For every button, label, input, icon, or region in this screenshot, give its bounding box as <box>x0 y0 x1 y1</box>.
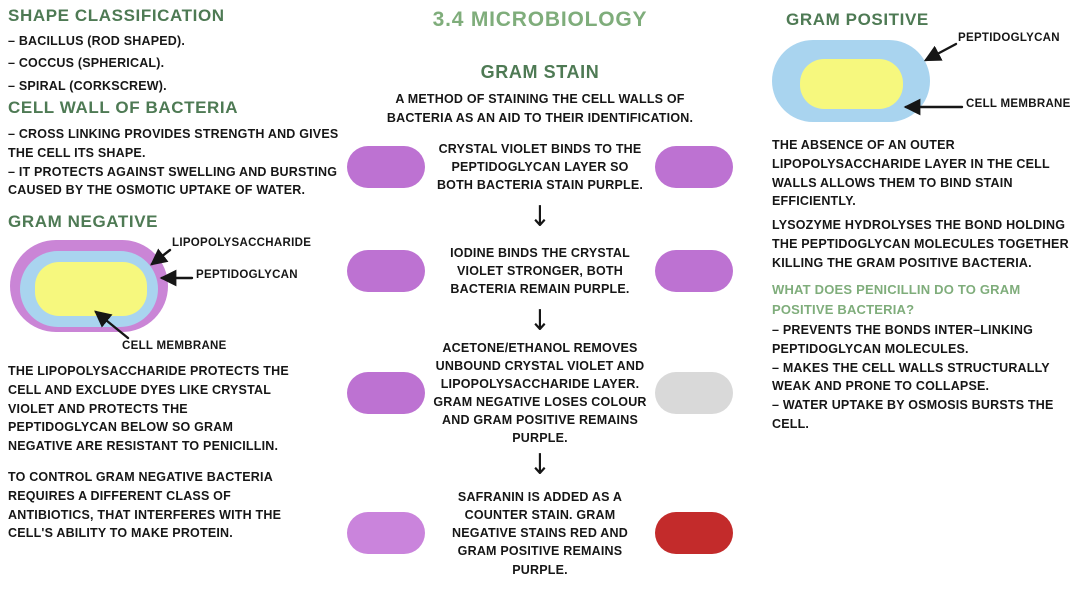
list-item: – MAKES THE CELL WALLS STRUCTURALLY WEAK… <box>772 360 1050 394</box>
gram-positive-pill <box>347 146 425 188</box>
gram-positive-pill <box>347 512 425 555</box>
gram-positive-paragraph-2: LYSOZYME HYDROLYSES THE BOND HOLDING THE… <box>772 218 1069 270</box>
stain-step-4: SAFRANIN IS ADDED AS A COUNTER STAIN. GR… <box>347 488 733 577</box>
list-item: – IT PROTECTS AGAINST SWELLING AND BURST… <box>8 164 338 198</box>
stain-step-1: CRYSTAL VIOLET BINDS TO THE PEPTIDOGLYCA… <box>347 134 733 200</box>
penicillin-answer-list: – PREVENTS THE BONDS INTER–LINKING PEPTI… <box>772 321 1076 434</box>
penicillin-question-heading: WHAT DOES PENICILLIN DO TO GRAM POSITIVE… <box>772 282 1021 317</box>
gram-stain-heading: GRAM STAIN <box>480 62 600 82</box>
step-text: CRYSTAL VIOLET BINDS TO THE PEPTIDOGLYCA… <box>436 141 644 193</box>
cell-membrane-label: CELL MEMBRANE <box>966 98 1071 110</box>
stain-step-2: IODINE BINDS THE CRYSTAL VIOLET STRONGER… <box>347 238 733 304</box>
down-arrow-icon: ↓ <box>529 304 551 338</box>
gram-negative-pill <box>655 146 733 188</box>
cell-membrane-layer <box>800 59 903 109</box>
gram-positive-pill <box>347 250 425 292</box>
down-arrow-icon: ↓ <box>529 200 551 234</box>
cell-wall-heading: CELL WALL OF BACTERIA <box>8 98 239 117</box>
step-text: IODINE BINDS THE CRYSTAL VIOLET STRONGER… <box>450 245 630 297</box>
cell-wall-section: CELL WALL OF BACTERIA – CROSS LINKING PR… <box>8 98 340 200</box>
list-item: – BACILLUS (ROD SHAPED). <box>8 34 186 48</box>
gram-positive-paragraph-1: THE ABSENCE OF AN OUTER LIPOPOLYSACCHARI… <box>772 138 1050 209</box>
gram-positive-pill <box>347 372 425 414</box>
gram-positive-diagram: PEPTIDOGLYCAN CELL MEMBRANE <box>770 28 1080 132</box>
page-title: 3.4 MICROBIOLOGY <box>432 8 648 31</box>
arrow-to-peptidoglycan <box>923 42 958 62</box>
list-item: – PREVENTS THE BONDS INTER–LINKING PEPTI… <box>772 323 1033 356</box>
gram-negative-paragraph-1: THE LIPOPOLYSACCHARIDE PROTECTS THE CELL… <box>8 364 289 453</box>
list-item: – COCCUS (SPHERICAL). <box>8 56 165 71</box>
gram-negative-pill <box>655 512 733 555</box>
shape-classification-section: SHAPE CLASSIFICATION – BACILLUS (ROD SHA… <box>8 6 338 97</box>
stain-step-3: ACETONE/ETHANOL REMOVES UNBOUND CRYSTAL … <box>347 334 733 452</box>
gram-negative-pill <box>655 250 733 292</box>
list-item: – SPIRAL (CORKSCREW). <box>8 78 167 93</box>
list-item: – WATER UPTAKE BY OSMOSIS BURSTS THE CEL… <box>772 398 1054 431</box>
gram-stain-description: A METHOD OF STAINING THE CELL WALLS OF B… <box>386 92 694 125</box>
gram-negative-pill <box>655 372 733 414</box>
cell-wall-list: – CROSS LINKING PROVIDES STRENGTH AND GI… <box>8 125 340 200</box>
gram-negative-heading: GRAM NEGATIVE <box>8 212 159 231</box>
step-text: SAFRANIN IS ADDED AS A COUNTER STAIN. GR… <box>452 490 628 577</box>
gram-negative-paragraph-2: TO CONTROL GRAM NEGATIVE BACTERIA REQUIR… <box>8 470 282 541</box>
down-arrow-icon: ↓ <box>529 448 551 482</box>
lipopolysaccharide-label: LIPOPOLYSACCHARIDE <box>172 237 312 249</box>
list-item: – CROSS LINKING PROVIDES STRENGTH AND GI… <box>8 127 339 160</box>
shape-classification-list: – BACILLUS (ROD SHAPED). – COCCUS (SPHER… <box>8 30 338 97</box>
cell-membrane-label: CELL MEMBRANE <box>122 340 227 352</box>
cell-membrane-layer <box>35 262 147 316</box>
penicillin-question-section: WHAT DOES PENICILLIN DO TO GRAM POSITIVE… <box>772 280 1076 434</box>
peptidoglycan-label: PEPTIDOGLYCAN <box>958 32 1060 44</box>
gram-negative-diagram: LIPOPOLYSACCHARIDE PEPTIDOGLYCAN CELL ME… <box>2 236 338 362</box>
shape-classification-heading: SHAPE CLASSIFICATION <box>8 6 225 25</box>
gram-positive-heading: GRAM POSITIVE <box>786 10 929 29</box>
peptidoglycan-label: PEPTIDOGLYCAN <box>196 269 298 281</box>
step-text: ACETONE/ETHANOL REMOVES UNBOUND CRYSTAL … <box>433 340 647 446</box>
